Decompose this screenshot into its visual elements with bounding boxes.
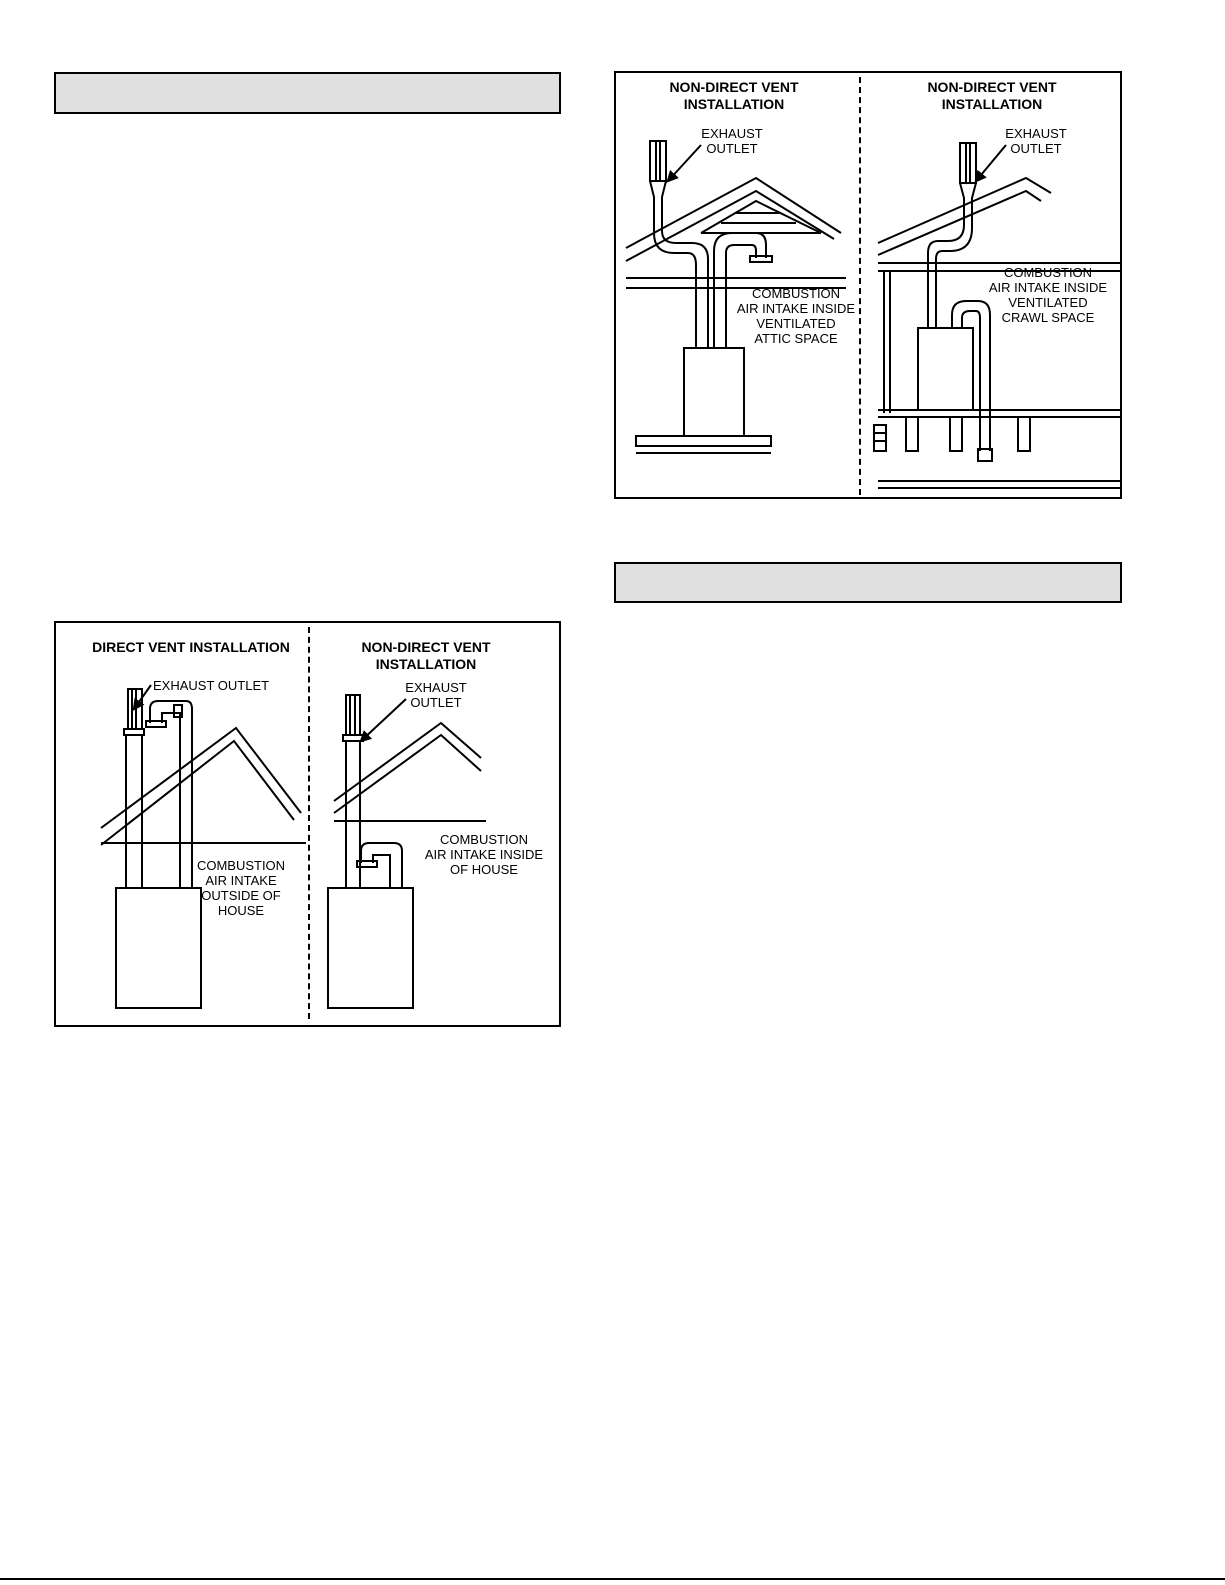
left-furnace-box <box>683 347 745 437</box>
right-exhaust-pipe <box>342 694 364 888</box>
left-intake-pipe <box>713 232 773 348</box>
section-heading-bar-top-left <box>54 72 561 114</box>
figure-b-left-intake-label: COMBUSTION AIR INTAKE INSIDE VENTILATED … <box>736 286 856 346</box>
figure-a-right-intake-label: COMBUSTION AIR INTAKE INSIDE OF HOUSE <box>424 832 544 877</box>
figure-a-left-title: DIRECT VENT INSTALLATION <box>92 639 290 655</box>
figure-direct-vs-non-direct-vent: DIRECT VENT INSTALLATION EXHAUST OUTLET … <box>54 621 561 1027</box>
right-furnace-box <box>327 887 414 1009</box>
figure-a-left-intake-label: COMBUSTION AIR INTAKE OUTSIDE OF HOUSE <box>196 858 286 918</box>
figure-a-divider <box>308 627 310 1019</box>
right-intake-pipe <box>356 842 403 888</box>
right-exhaust-pipe <box>927 142 977 328</box>
right-exhaust-arrow <box>974 144 1007 183</box>
right-floor-deck <box>873 409 1121 489</box>
figure-a-drawing <box>100 684 486 1009</box>
figure-non-direct-vent-attic-crawl: NON-DIRECT VENT INSTALLATION EXHAUST OUT… <box>614 71 1122 499</box>
figure-b-left-title: NON-DIRECT VENT INSTALLATION <box>669 79 799 112</box>
left-floor-slab <box>635 435 772 447</box>
figure-b-divider <box>859 77 861 495</box>
left-exhaust-pipe <box>123 688 145 888</box>
figure-a-right-exhaust-label: EXHAUST OUTLET <box>405 680 467 710</box>
left-furnace-box <box>115 887 202 1009</box>
left-roof-lines <box>100 726 306 846</box>
figure-a-right-title: NON-DIRECT VENT INSTALLATION <box>361 639 491 672</box>
right-intake-pipe <box>951 300 993 462</box>
left-exhaust-arrow <box>132 684 152 711</box>
right-furnace-box <box>917 327 974 411</box>
right-roof-lines <box>877 176 1121 413</box>
figure-b-right-title: NON-DIRECT VENT INSTALLATION <box>927 79 1057 112</box>
figure-b-right-exhaust-label: EXHAUST OUTLET <box>1005 126 1067 156</box>
left-exhaust-pipe <box>649 140 709 348</box>
section-heading-bar-right <box>614 562 1122 603</box>
figure-b-left-exhaust-label: EXHAUST OUTLET <box>701 126 763 156</box>
page-bottom-rule <box>0 1578 1225 1580</box>
figure-b-drawing <box>625 140 1121 489</box>
left-exhaust-arrow <box>666 144 702 183</box>
figure-a-left-exhaust-label: EXHAUST OUTLET <box>153 678 270 693</box>
right-exhaust-arrow <box>359 698 407 743</box>
left-intake-pipe <box>145 700 193 888</box>
right-roof-lines <box>333 721 486 822</box>
figure-b-right-intake-label: COMBUSTION AIR INTAKE INSIDE VENTILATED … <box>988 265 1108 325</box>
